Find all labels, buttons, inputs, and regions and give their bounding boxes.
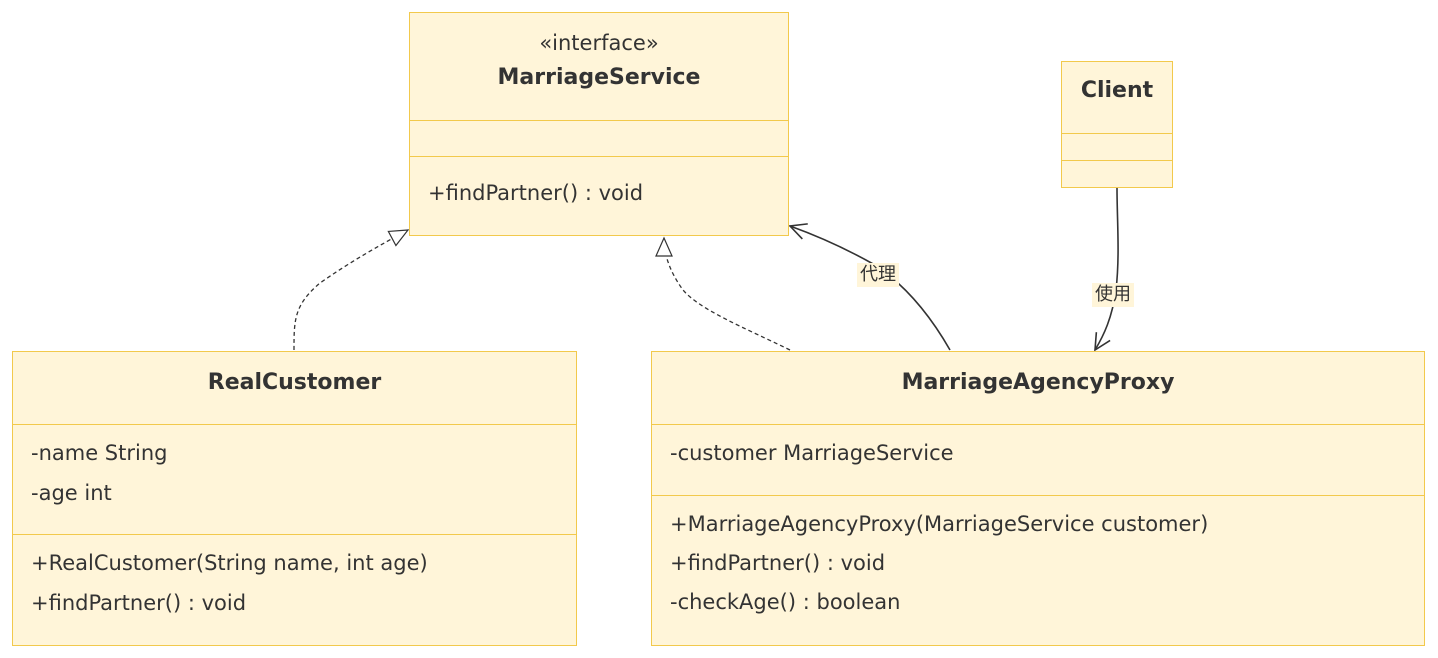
edge-label-proxy: 代理 [857, 263, 899, 287]
methods-section: +MarriageAgencyProxy(MarriageService cus… [652, 495, 1424, 647]
class-header: «interface» MarriageService [410, 13, 788, 120]
class-name: RealCustomer [207, 370, 382, 395]
method-item: +RealCustomer(String name, int age) [31, 551, 428, 575]
class-header: RealCustomer [13, 352, 576, 424]
method-item: +findPartner() : void [670, 551, 886, 575]
attribute-item: -age int [31, 481, 112, 505]
methods-section: +RealCustomer(String name, int age) +fin… [13, 534, 576, 647]
class-name: MarriageService [497, 65, 701, 90]
edge-label-use: 使用 [1092, 283, 1134, 307]
class-header: Client [1062, 62, 1172, 133]
edge-proxy-association-marriageservice [788, 223, 951, 351]
class-marriage-service: «interface» MarriageService +findPartner… [409, 12, 789, 236]
edge-proxy-realizes-marriageservice [655, 236, 791, 351]
attribute-item: -name String [31, 441, 168, 465]
edge-realcustomer-realizes-marriageservice [293, 229, 410, 351]
methods-section [1062, 160, 1172, 189]
method-item: +MarriageAgencyProxy(MarriageService cus… [670, 512, 1209, 536]
method-item: +findPartner() : void [428, 181, 644, 205]
class-name: MarriageAgencyProxy [901, 370, 1175, 395]
edge-client-uses-proxy [1094, 187, 1119, 352]
class-marriage-agency-proxy: MarriageAgencyProxy -customer MarriageSe… [651, 351, 1425, 646]
method-item: +findPartner() : void [31, 591, 247, 615]
class-name: Client [1080, 78, 1154, 103]
class-client: Client [1061, 61, 1173, 188]
class-header: MarriageAgencyProxy [652, 352, 1424, 424]
method-item: -checkAge() : boolean [670, 590, 901, 614]
attributes-section: -customer MarriageService [652, 424, 1424, 495]
attributes-section [410, 120, 788, 156]
methods-section: +findPartner() : void [410, 156, 788, 237]
class-real-customer: RealCustomer -name String -age int +Real… [12, 351, 577, 646]
attribute-item: -customer MarriageService [670, 441, 954, 465]
attributes-section [1062, 133, 1172, 160]
stereotype-label: «interface» [539, 31, 659, 55]
attributes-section: -name String -age int [13, 424, 576, 534]
